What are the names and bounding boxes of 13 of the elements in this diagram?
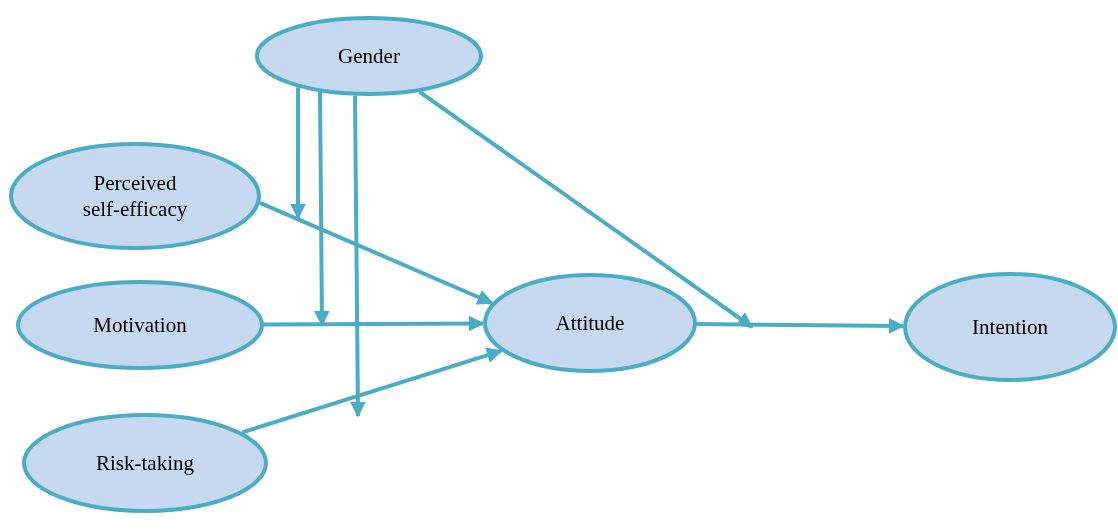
arrow [259, 201, 494, 305]
construct-label: Perceived self-efficacy [81, 169, 189, 223]
arrow [349, 95, 366, 418]
construct-label: Attitude [554, 309, 626, 337]
arrow [696, 317, 905, 334]
construct-label: Risk-taking [95, 449, 195, 477]
arrow [264, 315, 485, 332]
construct-label: Intention [971, 313, 1049, 341]
arrow [241, 347, 503, 435]
arrow [418, 90, 754, 329]
construct-label: Gender [337, 42, 401, 70]
construct-label: Motivation [92, 311, 188, 339]
arrow [290, 87, 306, 220]
